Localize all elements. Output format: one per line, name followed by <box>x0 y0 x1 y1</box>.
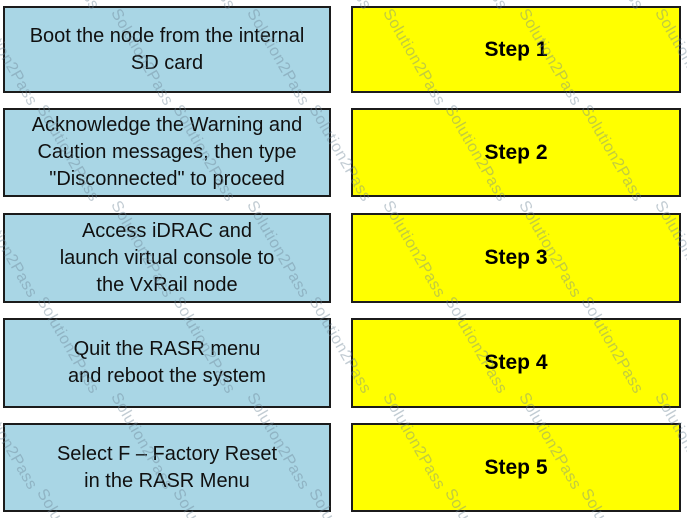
step-slot-3[interactable]: Step 3 <box>351 213 681 303</box>
step-label: Step 3 <box>484 246 548 269</box>
step-slot-2[interactable]: Step 2 <box>351 108 681 197</box>
task-text-line: Access iDRAC and <box>81 219 253 242</box>
task-card-factory-reset[interactable]: Select F – Factory Reset in the RASR Men… <box>3 423 331 512</box>
step-label: Step 4 <box>484 351 548 374</box>
task-card-acknowledge-warning[interactable]: Acknowledge the Warning and Caution mess… <box>3 108 331 197</box>
task-text-line: Acknowledge the Warning and <box>31 114 303 136</box>
step-label: Step 5 <box>484 455 548 479</box>
task-text-line: Quit the RASR menu <box>73 338 261 360</box>
step-label: Step 1 <box>484 37 548 61</box>
step-label: Step 2 <box>484 140 548 164</box>
task-text-line: in the RASR Menu <box>84 469 250 492</box>
task-text-line: Caution messages, then type <box>37 141 297 163</box>
task-text-line: and reboot the system <box>68 365 266 387</box>
task-text-line: "Disconnected" to proceed <box>49 168 285 190</box>
task-text-line: launch virtual console to <box>59 246 275 269</box>
task-text-line: Select F – Factory Reset <box>56 442 278 465</box>
step-slot-1[interactable]: Step 1 <box>351 6 681 93</box>
task-text-line: the VxRail node <box>96 273 238 296</box>
task-card-quit-rasr[interactable]: Quit the RASR menu and reboot the system <box>3 318 331 408</box>
task-text-line: SD card <box>130 51 204 74</box>
task-text-line: Boot the node from the internal <box>29 24 305 47</box>
task-card-boot-node[interactable]: Boot the node from the internal SD card <box>3 6 331 93</box>
step-slot-5[interactable]: Step 5 <box>351 423 681 512</box>
task-card-access-idrac[interactable]: Access iDRAC and launch virtual console … <box>3 213 331 303</box>
step-slot-4[interactable]: Step 4 <box>351 318 681 408</box>
